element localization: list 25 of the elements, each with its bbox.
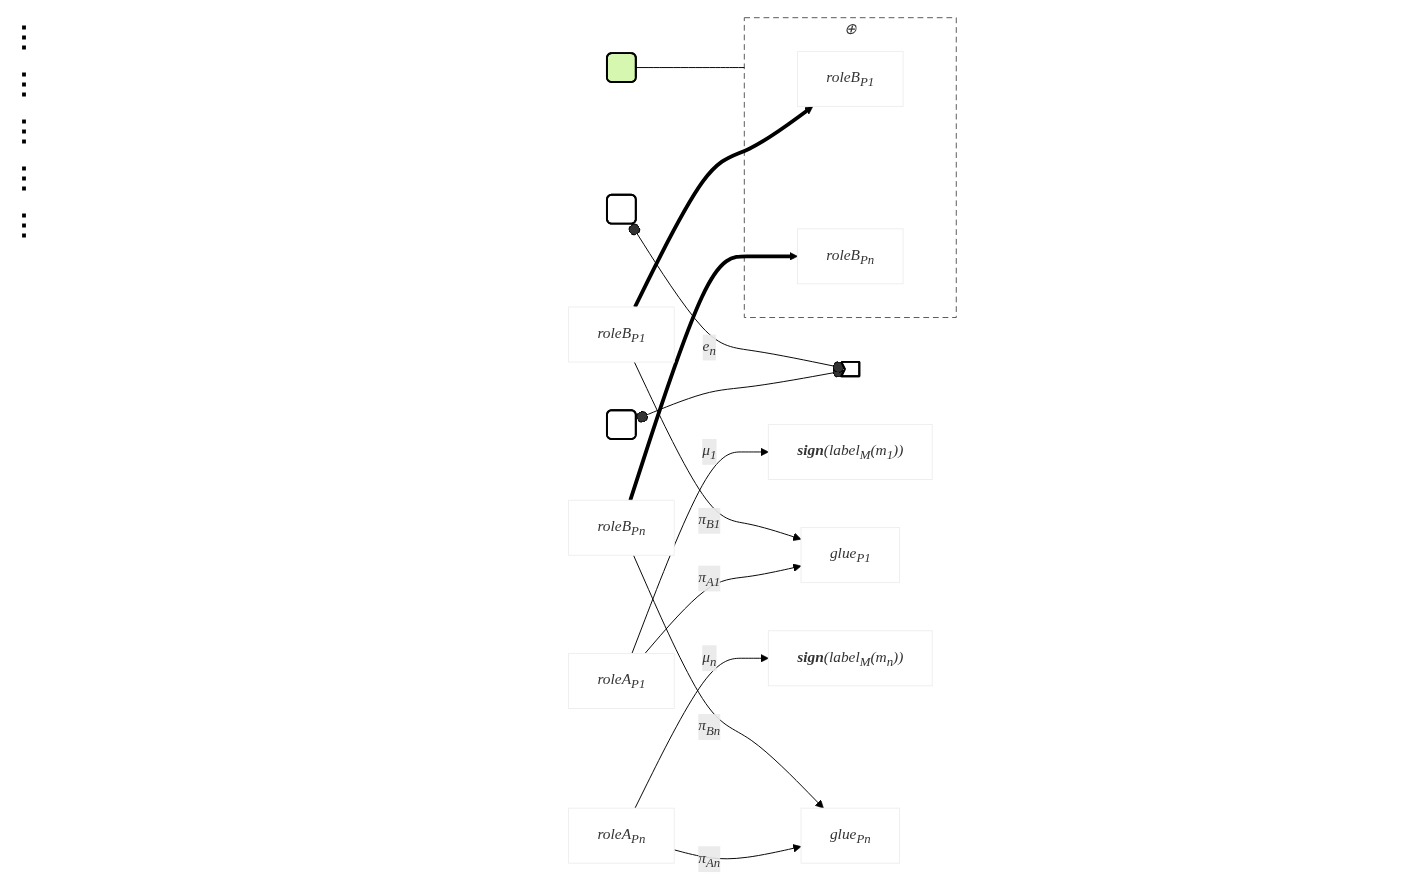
edge-label: π$_{Bn}$ <box>698 717 721 738</box>
edge-label: μ$_{1}$ <box>702 441 717 463</box>
node-box: sign(label$_{M}$(m$_{n}$)) <box>767 630 933 687</box>
ellipsis-label: ⋮ <box>10 208 39 241</box>
node-box: roleB$_{P1}$ <box>797 50 904 107</box>
arrow <box>633 106 814 308</box>
connector <box>635 67 745 69</box>
ellipsis-label: ⋮ <box>10 114 39 147</box>
node-box: roleB$_{Pn}$ <box>568 499 675 556</box>
node-box: sign(label$_{M}$(m$_{1}$)) <box>767 423 933 480</box>
ellipsis-label: ⋮ <box>10 161 39 194</box>
edge-label: e$_{n}$ <box>702 337 716 358</box>
node-box: glue$_{Pn}$ <box>800 807 901 864</box>
edge-label: π$_{A1}$ <box>698 568 721 589</box>
ellipsis-label: ⋮ <box>10 20 39 53</box>
node-box: glue$_{P1}$ <box>800 527 901 584</box>
edge-label: π$_{An}$ <box>698 849 721 870</box>
edge-label: π$_{B1}$ <box>698 510 721 532</box>
edge-label: μ$_{n}$ <box>702 648 717 669</box>
ellipsis-label: ⋮ <box>10 67 39 100</box>
arrow <box>628 252 798 501</box>
node-box: roleA$_{P1}$ <box>568 652 675 709</box>
node-box: roleB$_{P1}$ <box>568 306 675 363</box>
node-box: roleB$_{Pn}$ <box>797 228 904 285</box>
node-box: roleA$_{Pn}$ <box>568 807 675 864</box>
